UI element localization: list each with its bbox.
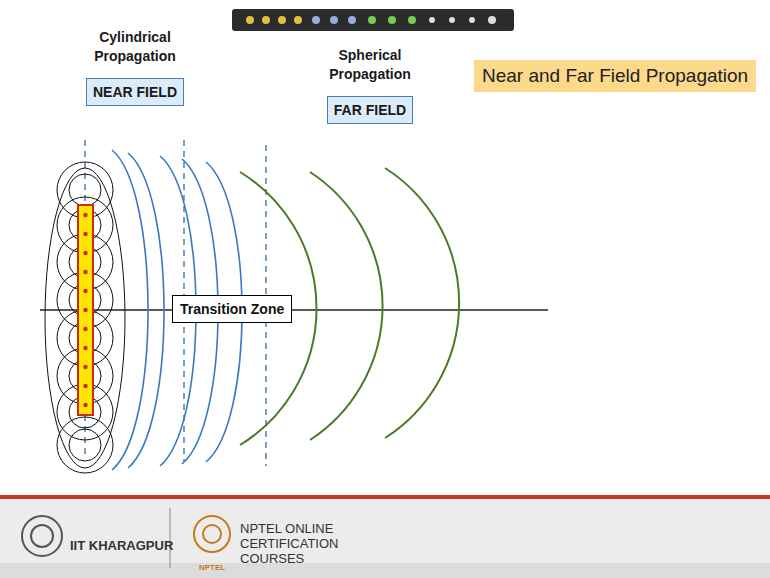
field-box: FAR FIELD — [327, 96, 413, 124]
field-box-wrap: FAR FIELD — [300, 96, 440, 124]
field-heading: Spherical Propagation — [300, 46, 440, 84]
field-group: Spherical PropagationFAR FIELD — [300, 46, 440, 124]
field-box: NEAR FIELD — [86, 78, 184, 106]
field-group: Cylindrical PropagationNEAR FIELD — [70, 28, 200, 106]
field-heading: Cylindrical Propagation — [70, 28, 200, 66]
slide-title: Near and Far Field Propagation — [474, 60, 756, 92]
zone-label-box: Transition Zone — [172, 295, 292, 323]
footer-label: IIT KHARAGPUR — [70, 538, 170, 553]
zone-label: Transition Zone — [180, 301, 284, 317]
footer-label: NPTEL — [199, 563, 239, 572]
footer-label: NPTEL ONLINE CERTIFICATION COURSES — [240, 521, 390, 566]
field-box-wrap: NEAR FIELD — [70, 78, 200, 106]
